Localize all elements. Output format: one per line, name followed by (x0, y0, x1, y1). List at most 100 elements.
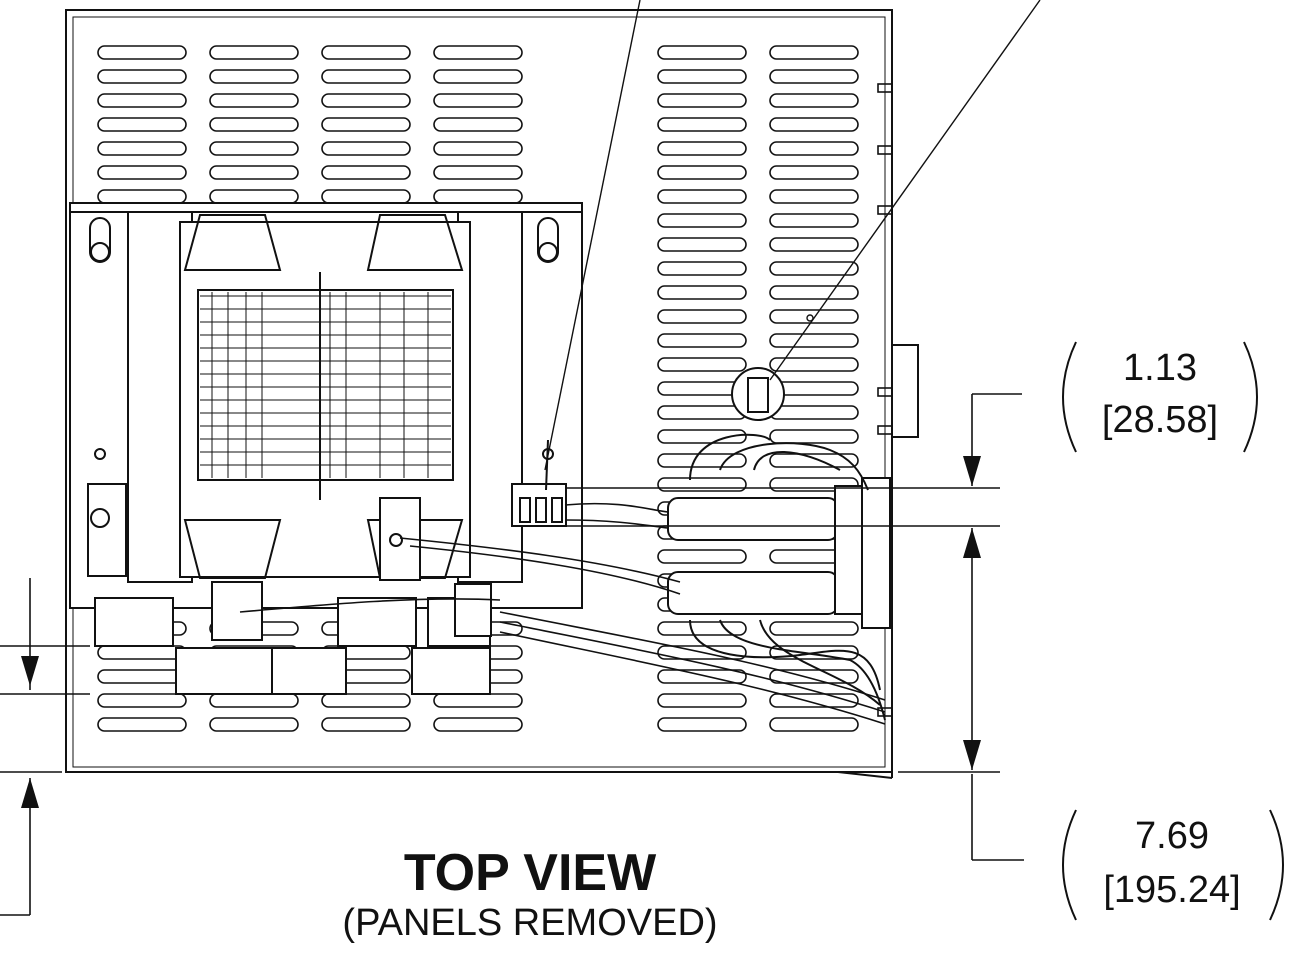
vent-slot (769, 117, 859, 132)
terminal-block (511, 439, 567, 527)
vent-slot (209, 189, 299, 204)
vent-slot (433, 165, 523, 180)
vent-slot (433, 693, 523, 708)
vent-slot (97, 645, 187, 660)
vent-slot (321, 165, 411, 180)
vent-slot (657, 93, 747, 108)
enclosure-tab (877, 387, 893, 397)
vent-slot (657, 189, 747, 204)
vent-slot (321, 45, 411, 60)
vent-slot (657, 453, 747, 468)
view-subtitle: (PANELS REMOVED) (342, 902, 717, 944)
vent-slot (657, 165, 747, 180)
vent-slot (657, 549, 747, 564)
vent-slot (657, 141, 747, 156)
dimension-inches: 7.69 (1135, 815, 1209, 857)
paren-left (1062, 341, 1077, 453)
vent-slot (97, 693, 187, 708)
vent-slot (657, 693, 747, 708)
vent-slot (657, 285, 747, 300)
vent-slot (769, 237, 859, 252)
vent-slot (97, 717, 187, 732)
dimension-inches: 1.13 (1123, 347, 1197, 389)
vent-slot (769, 213, 859, 228)
vent-slot (769, 717, 859, 732)
vent-slot (769, 285, 859, 300)
vent-slot (769, 669, 859, 684)
vent-slot (657, 333, 747, 348)
vent-slot (209, 45, 299, 60)
vent-slot (657, 621, 747, 636)
vent-slot (433, 93, 523, 108)
vent-slot (769, 453, 859, 468)
dimension-arrowhead (963, 456, 981, 486)
vent-slot (321, 117, 411, 132)
vent-slot (433, 45, 523, 60)
enclosure-tab (877, 205, 893, 215)
vent-slot (769, 309, 859, 324)
capacitor-assembly (667, 367, 891, 721)
dimension-arrowhead (21, 778, 39, 808)
vent-slot (321, 93, 411, 108)
vent-slot (209, 141, 299, 156)
vent-slot (209, 93, 299, 108)
wiring (239, 502, 886, 725)
dimension-callout-1: 1.13 [28.58] (1062, 341, 1258, 453)
vent-slot (769, 477, 859, 492)
vent-slot (97, 117, 187, 132)
vent-slot (769, 165, 859, 180)
vent-slot (321, 693, 411, 708)
vent-slot (657, 429, 747, 444)
vent-slot (209, 69, 299, 84)
vent-slot (433, 141, 523, 156)
vent-slot (657, 645, 747, 660)
dimension-arrowhead (21, 656, 39, 686)
vent-slot (769, 693, 859, 708)
vent-slot (657, 477, 747, 492)
vent-slot (97, 93, 187, 108)
vent-slot (769, 357, 859, 372)
vent-slot (769, 405, 859, 420)
dimension-mm: [28.58] (1102, 399, 1218, 441)
enclosure-tab (877, 425, 893, 435)
vent-slot (97, 141, 187, 156)
dimension-callout-2: 7.69 [195.24] (1062, 809, 1284, 921)
vent-slot (769, 93, 859, 108)
vent-slot (321, 69, 411, 84)
busbar-tabs (94, 581, 492, 695)
view-title: TOP VIEW (404, 844, 657, 902)
vent-slot (769, 429, 859, 444)
vent-slot (321, 141, 411, 156)
vent-slot (657, 357, 747, 372)
vent-slot (657, 237, 747, 252)
enclosure-tab (877, 83, 893, 93)
paren-left (1062, 809, 1077, 921)
vent-slot (97, 45, 187, 60)
vent-slot (769, 141, 859, 156)
paren-right (1269, 809, 1284, 921)
dimension-mm: [195.24] (1103, 869, 1240, 911)
paren-right (1243, 341, 1258, 453)
vent-slot (657, 261, 747, 276)
vent-slot (209, 693, 299, 708)
transformer (127, 211, 523, 583)
vent-slot (657, 117, 747, 132)
enclosure-tab (877, 145, 893, 155)
vent-slot (321, 189, 411, 204)
vent-slot (97, 165, 187, 180)
vent-slot (97, 69, 187, 84)
leader-lines (544, 0, 1041, 471)
vent-slot (769, 261, 859, 276)
vent-slot (433, 189, 523, 204)
vent-slot (769, 645, 859, 660)
vent-slot (321, 717, 411, 732)
dimension-arrowhead (963, 528, 981, 558)
dimension-arrows (21, 456, 981, 808)
vent-slot (433, 117, 523, 132)
vent-slot (209, 717, 299, 732)
vent-slot (657, 669, 747, 684)
vent-slot (97, 189, 187, 204)
vent-slot (657, 309, 747, 324)
vent-slot (657, 213, 747, 228)
